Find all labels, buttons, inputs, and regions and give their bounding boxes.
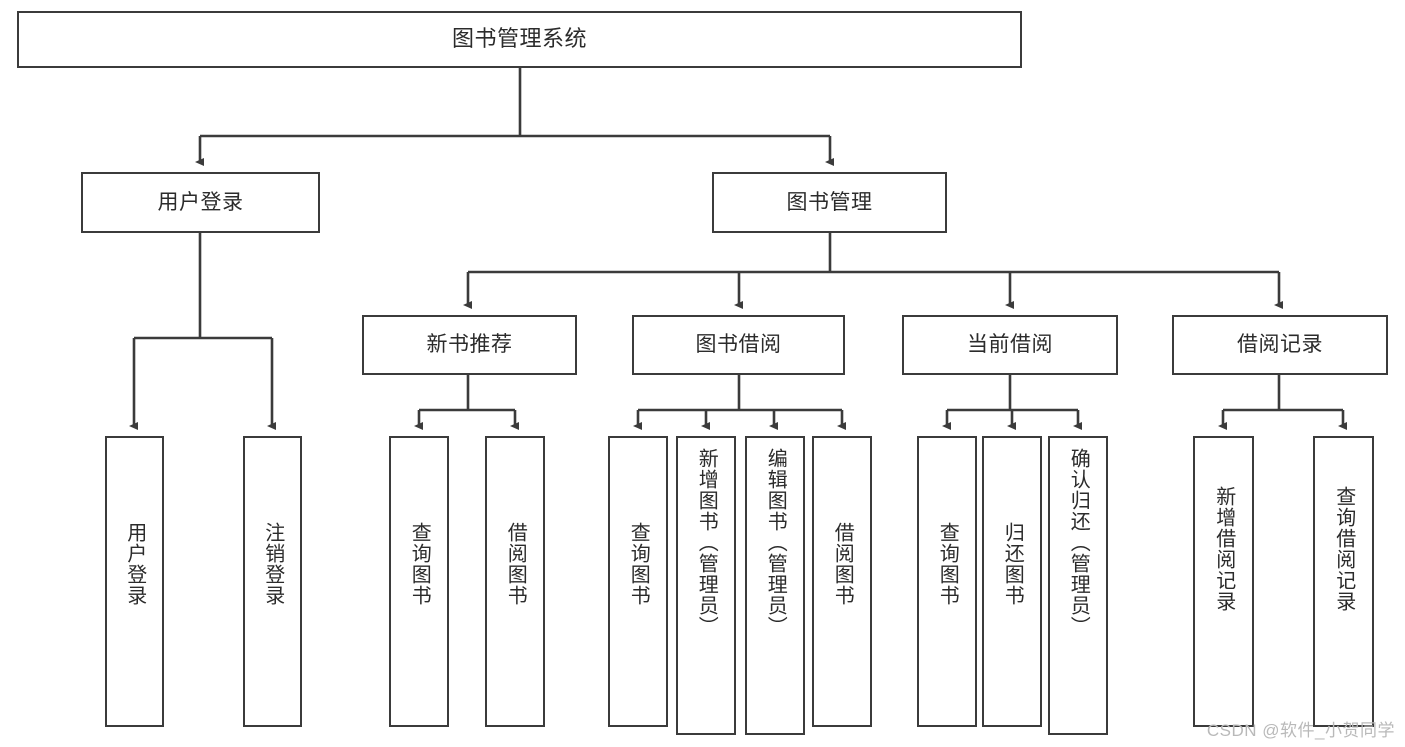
node-label: 新增图书（管理员）: [695, 448, 718, 637]
leaf-borrow-record-add[interactable]: 新增借阅记录: [1193, 436, 1254, 727]
leaf-book-borrow-query[interactable]: 查询图书: [608, 436, 668, 727]
watermark-text: CSDN @软件_小贺同学: [1206, 721, 1395, 740]
leaf-book-borrow-add-admin[interactable]: 新增图书（管理员）: [676, 436, 736, 735]
leaf-borrow-record-query[interactable]: 查询借阅记录: [1313, 436, 1374, 727]
node-label: 借阅图书: [831, 522, 854, 606]
node-label: 归还图书: [1001, 522, 1024, 606]
node-label: 查询图书: [936, 522, 959, 606]
node-label: 编辑图书（管理员）: [764, 448, 787, 637]
leaf-new-book-query[interactable]: 查询图书: [389, 436, 449, 727]
node-label: 查询借阅记录: [1332, 486, 1355, 612]
node-book-borrow[interactable]: 图书借阅: [632, 315, 845, 375]
node-label: 新增借阅记录: [1212, 486, 1235, 612]
node-new-book-recommend[interactable]: 新书推荐: [362, 315, 577, 375]
node-current-borrow[interactable]: 当前借阅: [902, 315, 1118, 375]
node-user-login[interactable]: 用户登录: [81, 172, 320, 233]
leaf-book-borrow-edit-admin[interactable]: 编辑图书（管理员）: [745, 436, 805, 735]
node-label: 确认归还（管理员）: [1067, 448, 1090, 637]
node-label: 查询图书: [408, 522, 431, 606]
node-root-book-management-system[interactable]: 图书管理系统: [17, 11, 1022, 68]
leaf-book-borrow-borrow[interactable]: 借阅图书: [812, 436, 872, 727]
node-label: 新书推荐: [426, 333, 513, 357]
node-label: 用户登录: [123, 522, 146, 606]
node-book-management[interactable]: 图书管理: [712, 172, 947, 233]
node-label: 注销登录: [261, 522, 284, 606]
node-borrow-record[interactable]: 借阅记录: [1172, 315, 1388, 375]
node-label: 图书管理: [786, 190, 873, 214]
csdn-watermark: CSDN @软件_小贺同学: [1207, 716, 1395, 741]
leaf-user-login-logout[interactable]: 注销登录: [243, 436, 302, 727]
leaf-current-borrow-return[interactable]: 归还图书: [982, 436, 1042, 727]
node-label: 借阅记录: [1237, 333, 1323, 357]
leaf-current-borrow-confirm-admin[interactable]: 确认归还（管理员）: [1048, 436, 1108, 735]
node-label: 图书管理系统: [451, 26, 587, 52]
node-label: 当前借阅: [967, 333, 1053, 357]
leaf-current-borrow-query[interactable]: 查询图书: [917, 436, 977, 727]
leaf-user-login-login[interactable]: 用户登录: [105, 436, 164, 727]
node-label: 用户登录: [157, 190, 244, 214]
node-label: 图书借阅: [695, 333, 782, 357]
node-label: 借阅图书: [504, 522, 527, 606]
node-label: 查询图书: [627, 522, 650, 606]
leaf-new-book-borrow[interactable]: 借阅图书: [485, 436, 545, 727]
